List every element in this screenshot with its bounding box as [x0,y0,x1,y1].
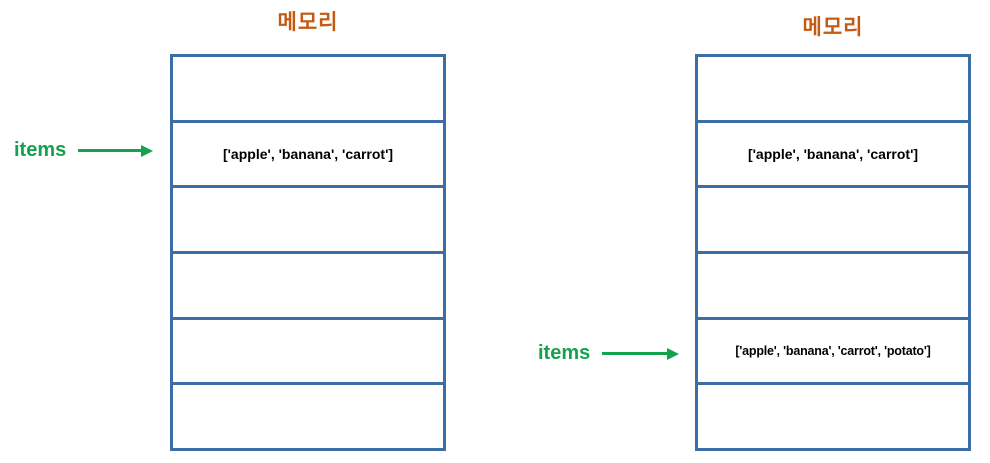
memory-cell [698,385,968,448]
memory-cell-old-list: ['apple', 'banana', 'carrot'] [698,123,968,189]
items-pointer: items [538,341,669,366]
memory-cell [173,254,443,320]
items-variable-label: items [538,342,591,364]
items-variable-label: items [14,139,67,161]
memory-cell [698,254,968,320]
memory-cell-items-list: ['apple', 'banana', 'carrot'] [173,123,443,189]
memory-cell [173,320,443,386]
memory-stack: ['apple', 'banana', 'carrot'] ['apple', … [695,54,971,451]
memory-title: 메모리 [277,11,339,34]
memory-stack: ['apple', 'banana', 'carrot'] [170,54,446,451]
memory-cell-items-list: ['apple', 'banana', 'carrot', 'potato'] [698,320,968,386]
memory-cell [698,188,968,255]
memory-title: 메모리 [802,16,864,39]
items-pointer: items [14,138,143,163]
memory-cell [173,188,443,255]
right-arrow-icon [602,352,669,355]
right-arrow-icon [78,149,143,152]
memory-cell [173,385,443,448]
memory-cell [698,57,968,123]
memory-cell [173,57,443,123]
